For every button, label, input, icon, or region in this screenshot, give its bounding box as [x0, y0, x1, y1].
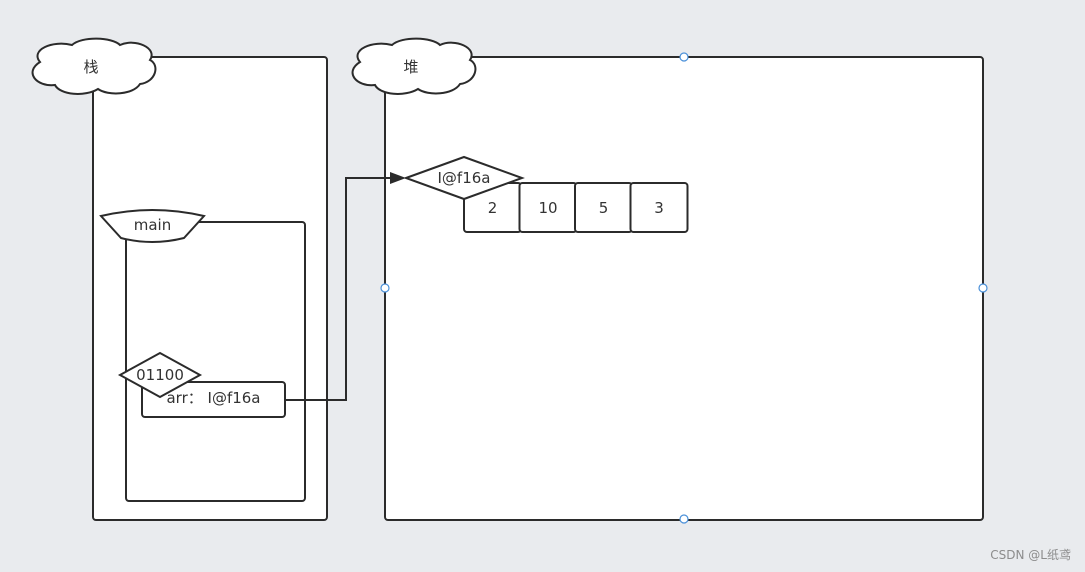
stack-title: 栈: [83, 58, 99, 76]
arr-variable-label: arr： I@f16a: [166, 389, 261, 407]
stack-address-diamond: [117, 351, 203, 399]
reference-arrow: [285, 177, 396, 401]
resize-handle-right[interactable]: [978, 283, 988, 293]
resize-handle-left[interactable]: [380, 283, 390, 293]
stack-cloud-shape: [31, 37, 157, 95]
array-cell: [629, 182, 689, 233]
array-cell-value: 3: [654, 199, 664, 217]
heap-region[interactable]: [384, 56, 984, 521]
array-cell-value: 2: [487, 199, 498, 217]
main-frame: [125, 221, 306, 502]
resize-handle-bottom[interactable]: [679, 514, 689, 524]
heap-title: 堆: [403, 58, 419, 76]
main-label-shape: [99, 209, 206, 243]
heap-cloud-shape: [351, 37, 477, 95]
main-frame-label: main: [133, 216, 172, 234]
watermark: CSDN @L纸鸢: [990, 548, 1071, 562]
heap-address-label: I@f16a: [437, 169, 491, 187]
heap-address-diamond: [403, 155, 525, 201]
resize-handle-top[interactable]: [679, 52, 689, 62]
array-cell-value: 10: [538, 199, 558, 217]
arrowhead: [390, 172, 406, 184]
array-cell-value: 5: [598, 199, 609, 217]
stack-address-label: 01100: [136, 366, 184, 384]
